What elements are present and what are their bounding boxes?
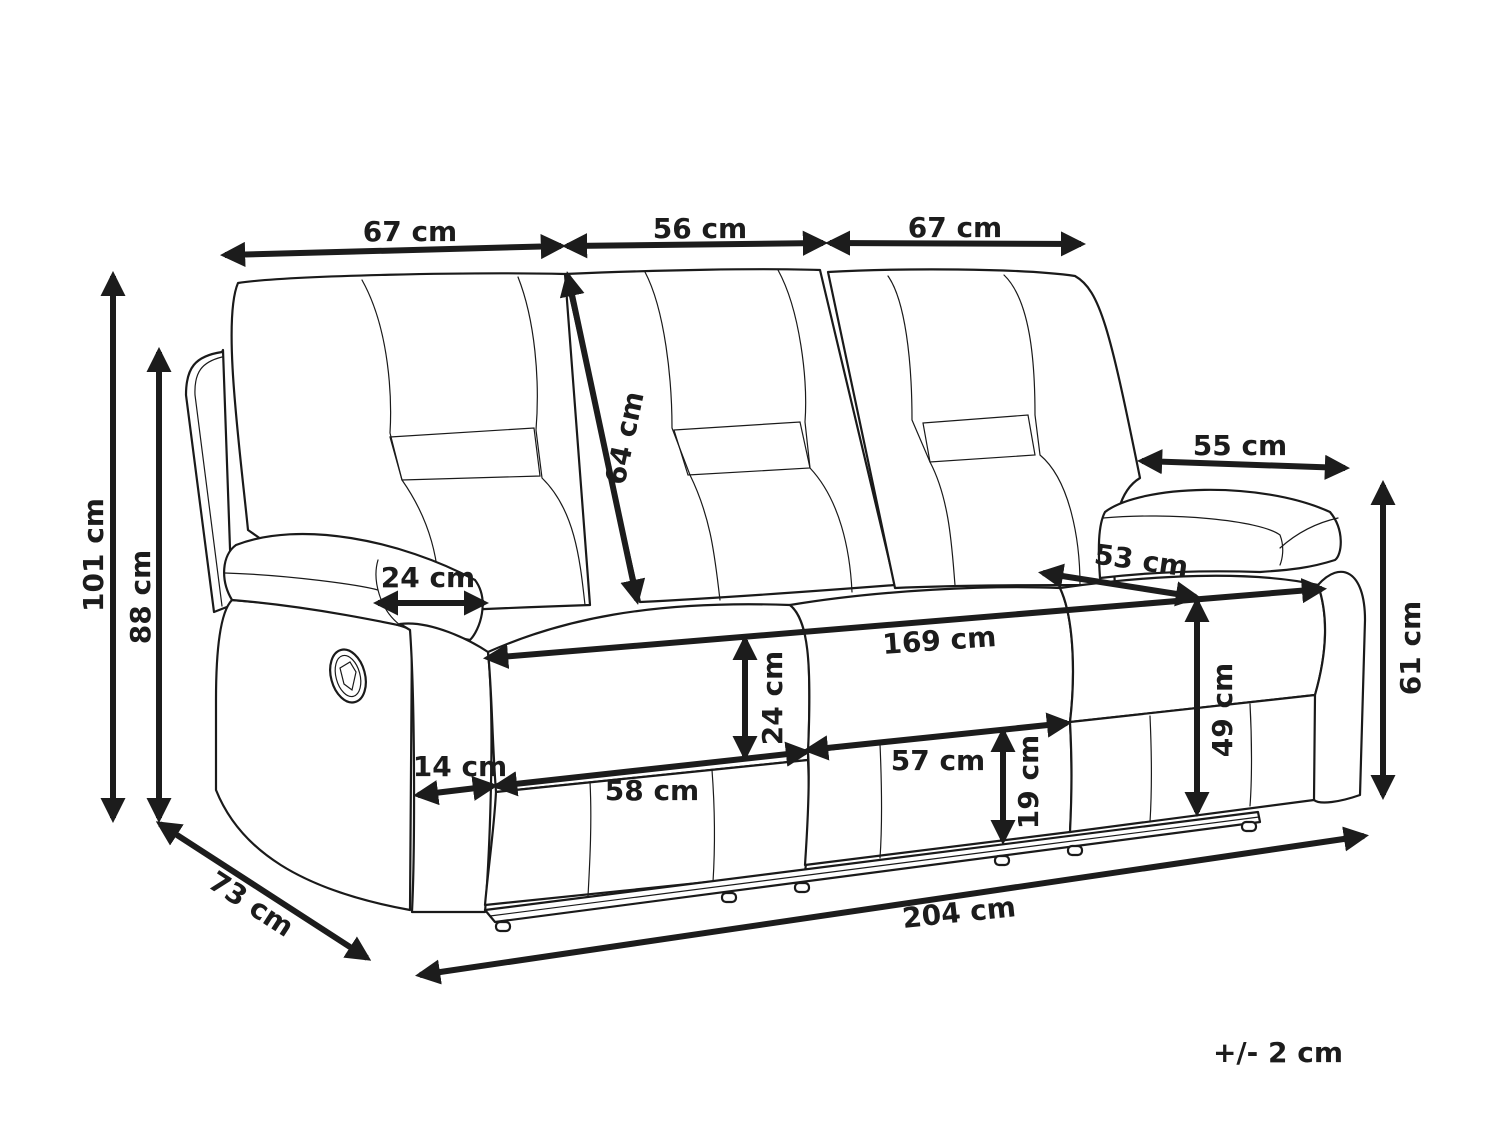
- left-arm: [214, 598, 414, 912]
- label-middle-footrest-width: 57 cm: [891, 744, 986, 777]
- label-footrest-height: 19 cm: [1012, 735, 1045, 830]
- dim-total-width: [415, 826, 1369, 985]
- label-total-width: 204 cm: [901, 890, 1018, 935]
- dim-backrest-height: [559, 271, 646, 605]
- label-armrest-depth: 55 cm: [1193, 429, 1288, 462]
- dim-left-footrest-width: [491, 741, 812, 797]
- dim-middle-footrest-width: [802, 712, 1073, 761]
- dim-total-depth: [155, 821, 372, 961]
- dim-left-seat-width: [219, 233, 567, 268]
- tolerance-note: +/- 2 cm: [1213, 1036, 1343, 1069]
- dim-right-seat-width: [824, 230, 1087, 257]
- recline-handle-icon: [329, 648, 367, 704]
- dimension-labels: 67 cm 56 cm 67 cm 64 cm 55 cm 24 cm 53 c…: [77, 211, 1427, 1069]
- label-seat-height: 49 cm: [1206, 663, 1239, 758]
- label-back-height: 88 cm: [124, 550, 157, 645]
- dim-armrest-depth: [1136, 449, 1351, 480]
- label-left-seat-width: 67 cm: [363, 215, 458, 248]
- label-middle-seat-width: 56 cm: [653, 212, 748, 245]
- label-right-seat-width: 67 cm: [908, 211, 1003, 244]
- label-left-footrest-width: 58 cm: [605, 774, 700, 807]
- label-seating-width: 169 cm: [881, 620, 997, 661]
- label-total-height: 101 cm: [77, 498, 110, 612]
- dimension-lines: [100, 230, 1396, 985]
- dim-seating-width: [482, 578, 1328, 669]
- label-seat-cushion-height: 24 cm: [756, 651, 789, 746]
- label-armrest-width: 24 cm: [381, 561, 476, 594]
- label-side-offset: 14 cm: [413, 750, 508, 783]
- label-armrest-height: 61 cm: [1394, 601, 1427, 696]
- dim-middle-seat-width: [561, 230, 829, 259]
- dim-side-offset: [412, 775, 499, 806]
